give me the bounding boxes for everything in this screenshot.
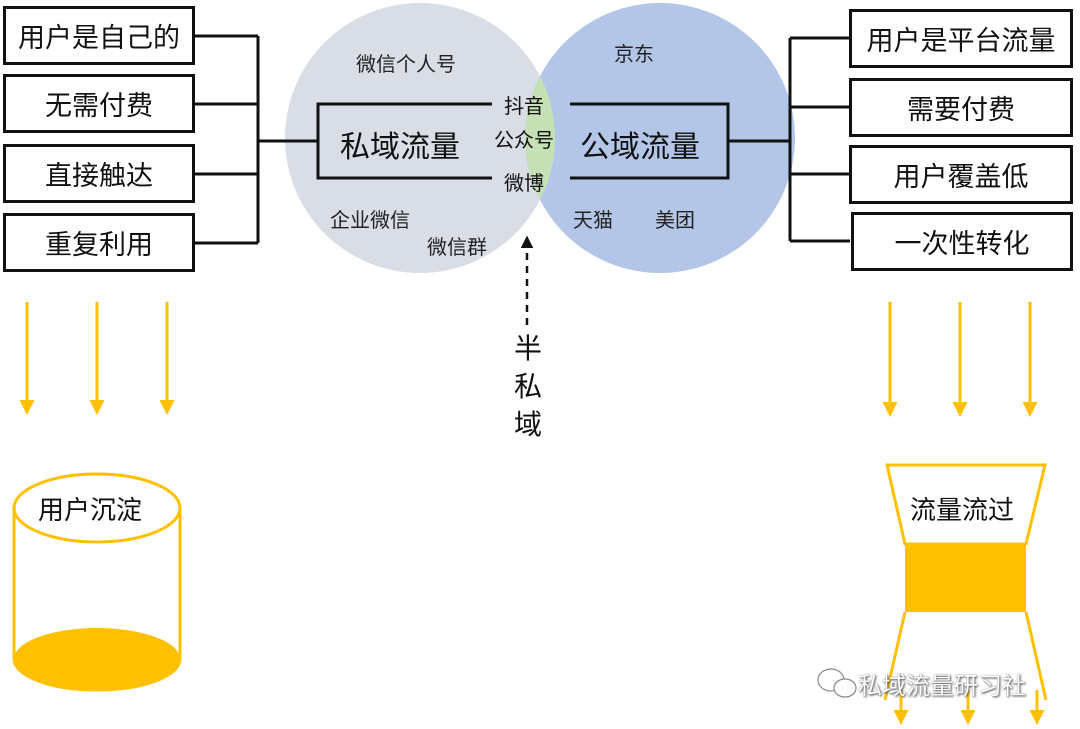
wechat-icon bbox=[817, 668, 857, 698]
overlap-douyin: 抖音 bbox=[504, 94, 544, 118]
public-circle bbox=[525, 3, 795, 273]
left-item-no-payment: 无需付费 bbox=[3, 74, 195, 133]
private-traffic-title: 私域流量 bbox=[340, 130, 460, 165]
semi-private-label: 半私域 bbox=[513, 332, 542, 441]
left-bracket bbox=[195, 34, 318, 245]
right-item-low-coverage: 用户覆盖低 bbox=[849, 145, 1073, 204]
right-bracket bbox=[728, 36, 850, 243]
public-example-tmall: 天猫 bbox=[573, 208, 613, 232]
public-example-meituan: 美团 bbox=[655, 208, 695, 232]
right-arrows bbox=[882, 302, 1038, 417]
overlap-weibo: 微博 bbox=[504, 171, 544, 195]
cylinder-icon bbox=[12, 472, 182, 692]
left-item-reuse: 重复利用 bbox=[3, 213, 195, 272]
left-item-owned-users: 用户是自己的 bbox=[3, 6, 195, 65]
watermark-text: 私域流量研习社 bbox=[858, 672, 1026, 700]
left-arrows bbox=[19, 302, 175, 415]
right-item-one-time-conversion: 一次性转化 bbox=[851, 212, 1073, 271]
private-example-enterprise-wechat: 企业微信 bbox=[330, 208, 410, 232]
private-circle bbox=[285, 3, 555, 273]
overlap-official-account: 公众号 bbox=[494, 128, 554, 152]
right-item-platform-traffic: 用户是平台流量 bbox=[849, 9, 1073, 68]
public-example-jd: 京东 bbox=[614, 42, 654, 66]
private-example-personal-wechat: 微信个人号 bbox=[356, 52, 456, 76]
funnel-icon bbox=[883, 463, 1048, 725]
right-item-requires-payment: 需要付费 bbox=[849, 78, 1073, 137]
traffic-passing-label: 流量流过 bbox=[910, 496, 1015, 526]
user-retention-label: 用户沉淀 bbox=[38, 496, 143, 526]
private-example-wechat-group: 微信群 bbox=[427, 235, 487, 259]
public-traffic-title: 公域流量 bbox=[580, 130, 700, 165]
left-item-direct-reach: 直接触达 bbox=[3, 144, 195, 203]
